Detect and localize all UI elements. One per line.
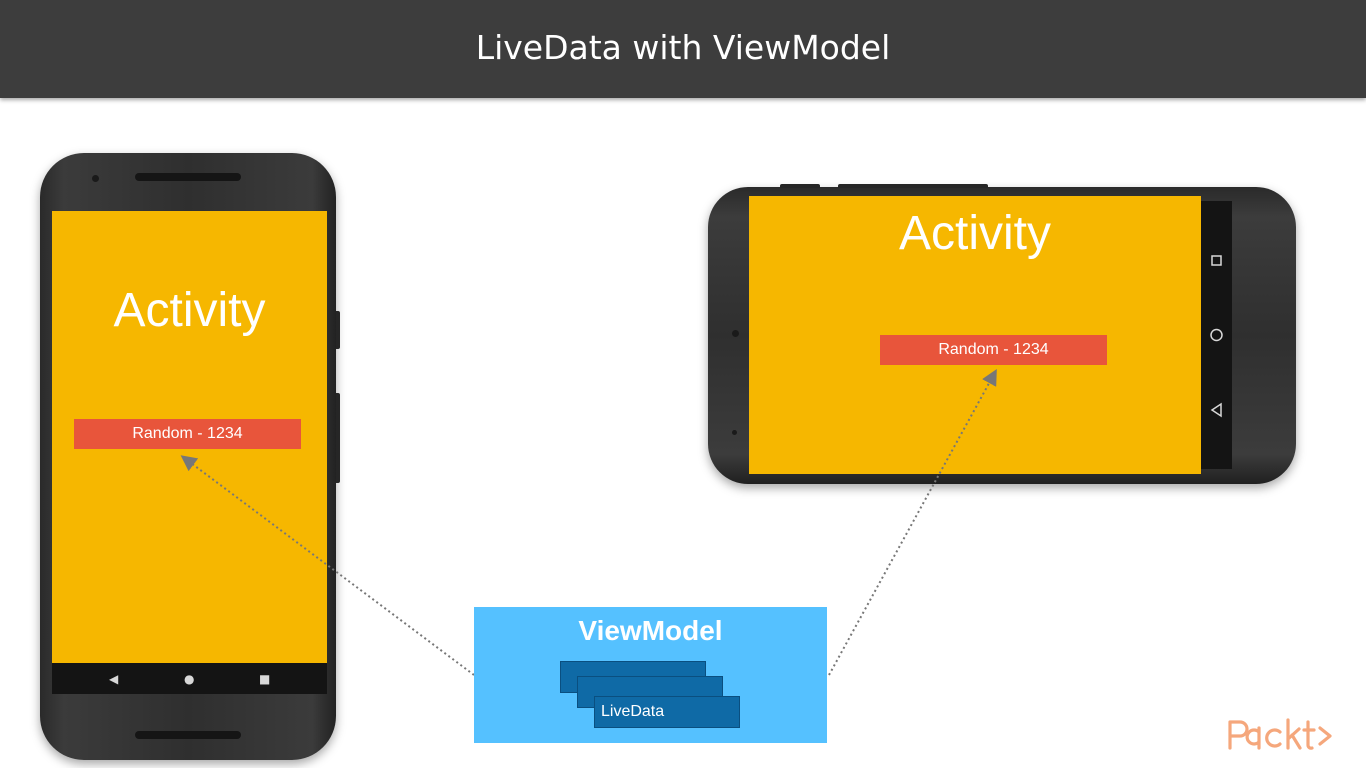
landscape-activity-screen: Activity Random - 1234 bbox=[749, 196, 1201, 474]
landscape-random-text: Random - 1234 bbox=[880, 335, 1107, 365]
landscape-nav-icons bbox=[1210, 255, 1223, 418]
portrait-activity-label: Activity bbox=[113, 284, 266, 337]
viewmodel-title: ViewModel bbox=[578, 615, 723, 646]
volume-button bbox=[838, 184, 988, 188]
back-triangle-icon[interactable] bbox=[1210, 402, 1222, 418]
earpiece-speaker bbox=[135, 173, 241, 181]
landscape-nav-bar bbox=[1201, 201, 1232, 469]
recents-square-icon[interactable] bbox=[1211, 255, 1222, 266]
slide-title: LiveData with ViewModel bbox=[475, 28, 891, 67]
landscape-phone: Activity Random - 1234 bbox=[708, 184, 1296, 484]
home-circle-icon[interactable]: ● bbox=[184, 672, 195, 686]
recents-square-icon[interactable]: ■ bbox=[259, 672, 271, 686]
power-button bbox=[780, 184, 820, 188]
portrait-phone: Activity Random - 1234 ◀ ● ■ bbox=[40, 153, 340, 760]
slide-header: LiveData with ViewModel bbox=[0, 0, 1366, 98]
sensor-icon bbox=[732, 430, 737, 435]
home-circle-icon[interactable] bbox=[1210, 328, 1223, 342]
portrait-random-text: Random - 1234 bbox=[74, 419, 301, 449]
viewmodel-box: ViewModel LiveData bbox=[474, 607, 827, 743]
packt-logo bbox=[1228, 718, 1332, 750]
livedata-label: LiveData bbox=[601, 703, 665, 720]
back-triangle-icon[interactable]: ◀ bbox=[109, 672, 119, 686]
portrait-activity-screen: Activity Random - 1234 bbox=[52, 211, 327, 663]
bottom-speaker bbox=[135, 731, 241, 739]
front-camera-icon bbox=[732, 330, 739, 337]
volume-button bbox=[336, 393, 340, 483]
arrow-to-portrait-activity bbox=[180, 455, 475, 676]
livedata-card-front: LiveData bbox=[594, 696, 740, 728]
portrait-nav-bar: ◀ ● ■ bbox=[52, 663, 327, 694]
power-button bbox=[336, 311, 340, 349]
arrow-to-landscape-activity bbox=[828, 368, 997, 676]
front-camera-icon bbox=[92, 175, 99, 182]
landscape-activity-label: Activity bbox=[898, 207, 1051, 260]
